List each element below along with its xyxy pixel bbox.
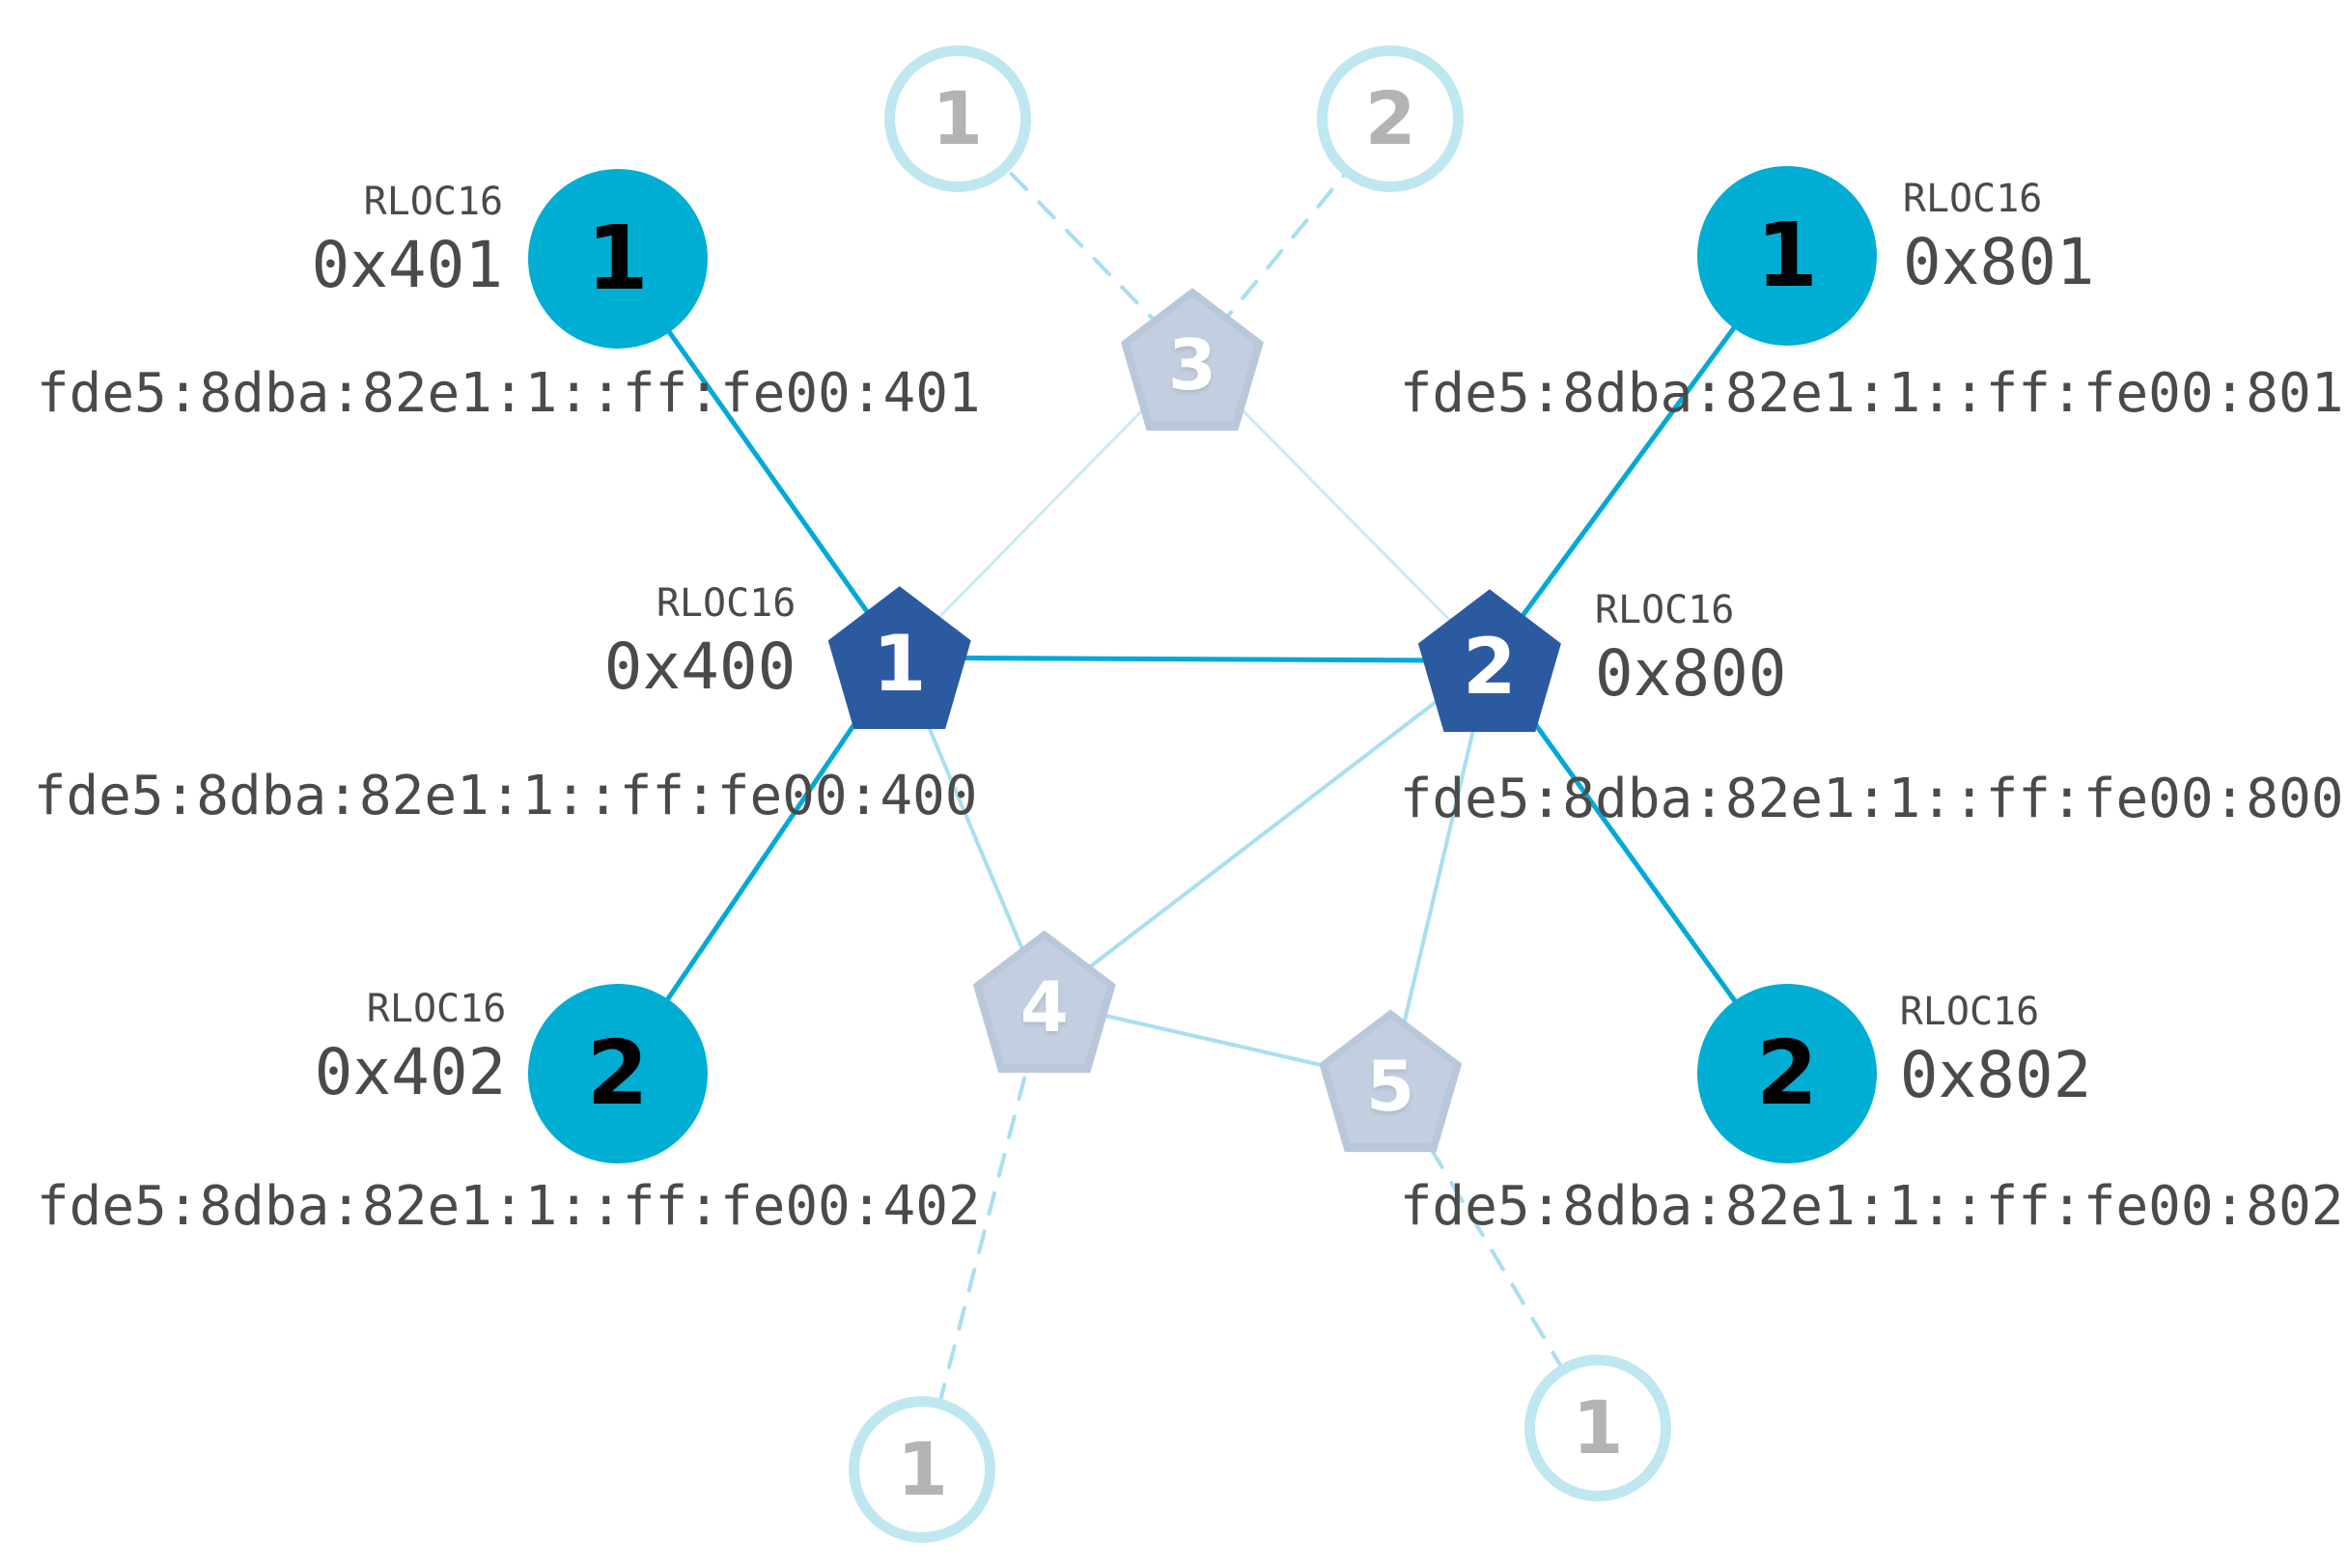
router-id-badge: 2 bbox=[1463, 622, 1517, 713]
child-id-badge: 1 bbox=[896, 1425, 948, 1512]
rloc16-value: 0x802 bbox=[1899, 1037, 2092, 1112]
child-id-badge: 1 bbox=[1572, 1384, 1624, 1470]
router-id-badge: 3 bbox=[1167, 324, 1216, 406]
ipv6-address-label: fde5:8dba:82e1:1::ff:fe00:800 bbox=[1399, 767, 2344, 830]
rloc16-value: 0x801 bbox=[1902, 224, 2095, 299]
rloc16-caption: RLOC16 bbox=[366, 986, 507, 1031]
faded-child-circle[interactable]: 1 bbox=[1524, 1354, 1672, 1501]
ipv6-address-label: fde5:8dba:82e1:1::ff:fe00:401 bbox=[36, 362, 981, 426]
edge bbox=[920, 999, 1047, 1471]
ipv6-address-label: fde5:8dba:82e1:1::ff:fe00:402 bbox=[36, 1175, 981, 1239]
rloc16-caption: RLOC16 bbox=[656, 581, 797, 627]
child-node-circle[interactable]: 1 bbox=[527, 169, 708, 350]
ipv6-address-label: fde5:8dba:82e1:1::ff:fe00:400 bbox=[33, 764, 978, 827]
rloc16-caption: RLOC16 bbox=[1899, 989, 2040, 1034]
router-id-badge: 5 bbox=[1366, 1046, 1415, 1128]
ipv6-address-label: fde5:8dba:82e1:1::ff:fe00:802 bbox=[1399, 1175, 2344, 1239]
child-node-circle[interactable]: 1 bbox=[1696, 165, 1877, 346]
edge bbox=[1042, 658, 1492, 1004]
rloc16-caption: RLOC16 bbox=[1594, 587, 1735, 632]
ipv6-address-label: fde5:8dba:82e1:1::ff:fe00:801 bbox=[1399, 362, 2344, 426]
rloc16-caption: RLOC16 bbox=[363, 180, 504, 225]
rloc16-value: 0x400 bbox=[603, 630, 797, 705]
child-id-badge: 2 bbox=[1755, 1021, 1818, 1125]
child-id-badge: 2 bbox=[586, 1021, 649, 1125]
faded-child-circle[interactable]: 1 bbox=[849, 1395, 996, 1543]
rloc16-value: 0x401 bbox=[311, 228, 504, 303]
rloc16-value: 0x402 bbox=[314, 1034, 507, 1109]
faded-child-circle[interactable]: 1 bbox=[883, 44, 1031, 192]
router-id-badge: 1 bbox=[872, 619, 927, 710]
child-node-circle[interactable]: 2 bbox=[527, 983, 708, 1163]
rloc16-value: 0x800 bbox=[1594, 635, 1787, 711]
child-id-badge: 2 bbox=[1364, 74, 1416, 161]
faded-child-circle[interactable]: 2 bbox=[1317, 44, 1465, 192]
rloc16-caption: RLOC16 bbox=[1902, 176, 2043, 221]
child-id-badge: 1 bbox=[932, 74, 984, 161]
child-id-badge: 1 bbox=[586, 207, 649, 311]
router-id-badge: 4 bbox=[1020, 966, 1069, 1049]
child-id-badge: 1 bbox=[1755, 203, 1818, 307]
child-node-circle[interactable]: 2 bbox=[1696, 983, 1877, 1163]
edge bbox=[897, 655, 1493, 663]
